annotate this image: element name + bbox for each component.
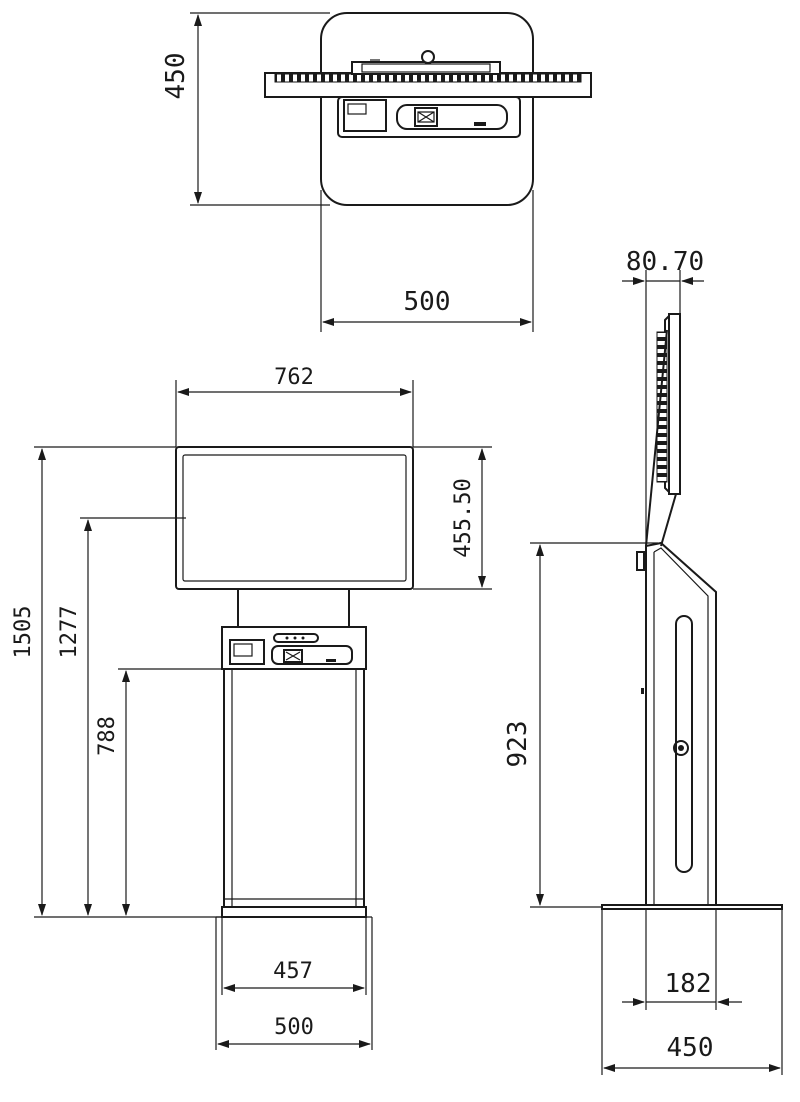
side-view: 80.70 923 182 450 bbox=[503, 247, 783, 1075]
side-view-lock bbox=[673, 740, 689, 756]
front-view-console bbox=[221, 626, 367, 670]
top-view-console bbox=[337, 96, 521, 138]
dim-side-body-height: 923 bbox=[503, 721, 533, 768]
top-view-screen-mount-inner bbox=[361, 63, 491, 73]
front-view-screen-frame bbox=[175, 446, 414, 590]
dim-top-width: 500 bbox=[404, 287, 451, 317]
dim-front-console-height: 788 bbox=[95, 716, 120, 756]
top-view-knob bbox=[421, 50, 435, 64]
top-view-printer bbox=[343, 99, 387, 132]
dim-side-base-depth: 450 bbox=[667, 1033, 714, 1063]
side-view-display-panel bbox=[668, 313, 681, 495]
dim-front-screen-center: 1277 bbox=[57, 606, 82, 659]
dim-front-screen-width: 762 bbox=[274, 365, 314, 390]
dim-side-column-depth: 182 bbox=[665, 969, 712, 999]
dim-top-depth: 450 bbox=[161, 53, 191, 100]
top-view: 450 500 bbox=[161, 12, 592, 332]
top-view-body bbox=[320, 12, 534, 206]
front-view-control-strip bbox=[273, 633, 319, 643]
front-view-pedestal bbox=[223, 669, 365, 908]
dim-front-base-outer: 500 bbox=[274, 1015, 314, 1040]
front-view-neck bbox=[237, 588, 350, 628]
front-view: 762 455.50 1505 1277 788 457 500 bbox=[11, 365, 492, 1050]
top-view-scanner bbox=[396, 104, 508, 130]
dim-side-panel-thickness: 80.70 bbox=[626, 247, 704, 277]
side-view-slot bbox=[675, 615, 693, 873]
front-view-printer bbox=[229, 639, 265, 665]
side-view-body bbox=[645, 541, 717, 906]
side-view-button bbox=[636, 551, 645, 571]
dim-front-base-inner: 457 bbox=[273, 959, 313, 984]
dim-front-screen-height: 455.50 bbox=[451, 478, 476, 557]
front-view-screen-display bbox=[182, 454, 407, 582]
side-view-display-vent bbox=[656, 331, 668, 483]
dim-front-total-height: 1505 bbox=[11, 606, 36, 659]
top-view-screen-vent bbox=[274, 73, 582, 83]
front-view-scanner bbox=[271, 645, 353, 665]
front-view-base bbox=[221, 906, 367, 918]
side-view-base bbox=[601, 904, 783, 910]
